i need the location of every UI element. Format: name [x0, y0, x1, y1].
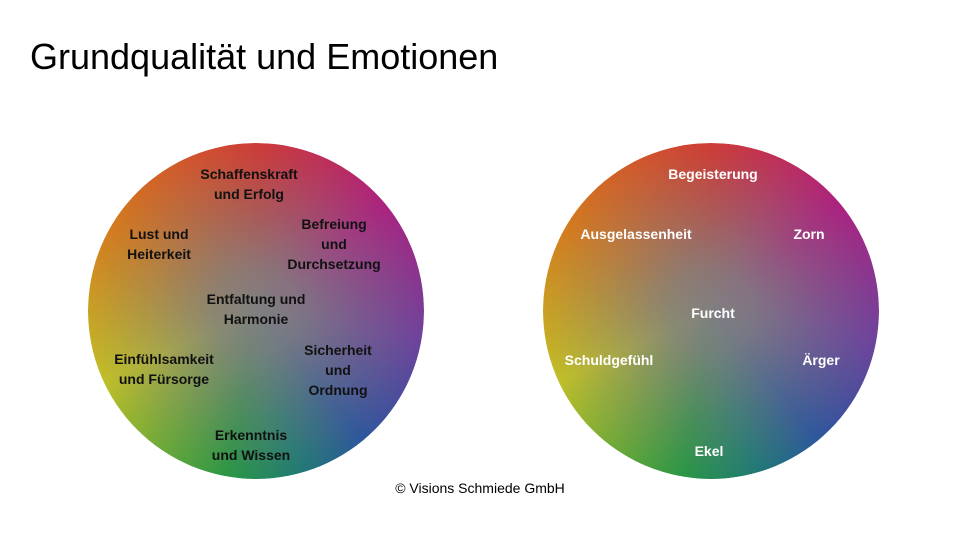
left-label-erkenntnis: Erkenntnis und Wissen: [211, 427, 291, 463]
right-label-furcht: Furcht: [691, 305, 735, 321]
right-label-ekel: Ekel: [694, 443, 724, 459]
left-label-sicherheit: Sicherheit und Ordnung: [304, 342, 372, 398]
left-label-einfuehlsamkeit: Einfühlsamkeit und Fürsorge: [114, 351, 214, 387]
right-label-zorn: Zorn: [793, 226, 825, 242]
right-label-begeisterung: Begeisterung: [668, 166, 758, 182]
copyright-notice: © Visions Schmiede GmbH: [395, 480, 565, 496]
left-label-schaffenskraft: Schaffenskraft und Erfolg: [200, 166, 298, 202]
left-wheel-center-shade: [88, 143, 424, 479]
left-label-entfaltung: Entfaltung und Harmonie: [206, 291, 306, 327]
right-label-ausgelassenheit: Ausgelassenheit: [580, 226, 692, 242]
right-label-aerger: Ärger: [802, 352, 840, 368]
left-label-befreiung: Befreiung und Durchsetzung: [287, 216, 381, 272]
right-color-wheel: Begeisterung Zorn Ärger Ekel Schuldgefüh…: [543, 143, 879, 479]
right-label-schuldgefuehl: Schuldgefühl: [564, 352, 654, 368]
slide-title: Grundqualität und Emotionen: [30, 36, 499, 77]
right-wheel-center-shade: [543, 143, 879, 479]
left-color-wheel: Schaffenskraft und Erfolg Befreiung und …: [88, 143, 424, 479]
left-label-lust: Lust und Heiterkeit: [127, 226, 191, 262]
